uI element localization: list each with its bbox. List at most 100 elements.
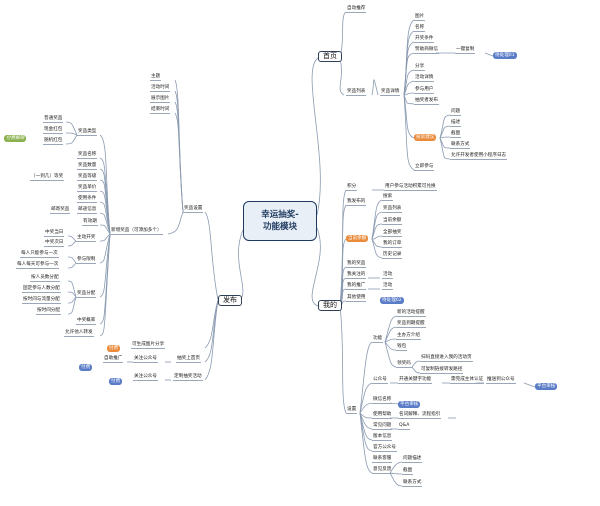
node-name: 名称	[414, 25, 426, 32]
root-title-line1: 幸运抽奖-	[261, 210, 299, 220]
node-feedback: 意见反馈	[372, 467, 393, 474]
node-show-image: 展示图片	[150, 96, 171, 103]
node-draw-next: 中奖次日	[44, 240, 65, 247]
tag-platform: 平台审核	[535, 383, 558, 390]
node-cash-rp: 现金红包	[43, 127, 64, 134]
node-coupon: 随机红包	[43, 138, 64, 145]
node-my-order: 我的订单	[382, 241, 403, 248]
node-open-verify: 开通关键字功能	[398, 377, 433, 384]
node-copy-link: 可复制链接转发路径	[420, 367, 464, 374]
node-other-use: 其他使用	[346, 295, 367, 302]
node-normal: 普通奖品	[43, 116, 64, 123]
tag-my-join-hl: 当前余额	[346, 235, 369, 242]
node-follow-pub: 关注公众号	[133, 356, 158, 363]
node-score: 积分	[346, 184, 358, 191]
tag-follow: 待处理01	[493, 52, 517, 59]
node-theme: 主题	[150, 74, 162, 81]
node-limit2: 每人每天可参与一次	[16, 262, 60, 269]
node-my-publish: 我发布的	[346, 199, 367, 206]
node-prize-list: 奖品列表	[346, 89, 367, 96]
node-send-pub: 推送到公众号	[486, 377, 516, 384]
node-history: 历史记录	[382, 252, 403, 259]
node-screenshot: 截图	[450, 131, 462, 138]
node-prize-price: 奖品单价	[77, 185, 98, 192]
node-join-limit: 参与限制	[76, 257, 97, 264]
node-limit1: 每人只能参与一次	[20, 251, 59, 258]
node-prize-set: 奖品设置	[183, 206, 204, 213]
node-self-promo: 自助推广	[103, 356, 124, 363]
node-add-prize: 新增奖品（可添加多个）	[110, 228, 163, 235]
node-activity2: 活动	[382, 283, 394, 290]
node-image: 图片	[414, 14, 426, 21]
node-deliver: 邮递信息	[77, 207, 98, 214]
tag-other: 待处理02	[380, 297, 404, 304]
node-result-time: 结束时间	[150, 107, 171, 114]
node-my-follow: 我关注的	[346, 272, 367, 279]
node-one-click: 一键复制	[455, 47, 476, 54]
node-my-share: 我的推广	[346, 283, 367, 290]
node-follow-pub2: 关注公众号	[133, 374, 158, 381]
tag-complaint: 投诉建议	[414, 134, 437, 141]
node-scan-enter: 扫码直接进入我的活动页	[420, 355, 473, 362]
node-d3: 按时间与流量分配	[22, 297, 61, 304]
node-official: 官方公众号	[372, 445, 397, 452]
node-fb-contact: 联系方式	[402, 480, 423, 487]
node-qa: Q&A	[398, 423, 411, 430]
node-wallet: 钱包	[396, 344, 408, 351]
node-search: 搜索	[382, 194, 394, 201]
node-d1: 按人员数分配	[30, 275, 60, 282]
node-draw-day: 中奖当日	[44, 230, 65, 237]
node-need-verify: 需完成主体认证	[450, 377, 485, 384]
node-home-top: 抽奖上首页	[176, 356, 201, 363]
node-share: 分享	[414, 64, 426, 71]
node-d2: 固定参与人数分配	[22, 286, 61, 293]
node-prize-dist: 奖品分配	[76, 291, 97, 298]
node-my-join: 我的奖品	[346, 261, 367, 268]
node-version: 版本信息	[372, 434, 393, 441]
node-win-rate: 中奖概率	[76, 318, 97, 325]
node-faq: 常见问题	[372, 423, 393, 430]
root-node: 幸运抽奖- 功能模块	[243, 201, 317, 241]
branch-publish: 发布	[218, 295, 242, 306]
node-main-bind: 主办方介绍	[396, 333, 421, 340]
node-public-acc: 公众号	[372, 377, 388, 384]
node-auto-rec: 自动推荐	[346, 6, 367, 13]
node-participants: 参与用户	[414, 87, 435, 94]
tag-paid3: 付费	[109, 378, 123, 385]
node-new-act: 新的活动提醒	[396, 310, 426, 317]
node-fb-desc: 问题描述	[402, 456, 423, 463]
node-custom-act: 定制抽奖活动	[173, 374, 203, 381]
node-publisher: 抽奖者发布	[414, 98, 439, 105]
node-mine-prize-list: 奖品列表	[382, 206, 403, 213]
node-main-draw: 主动开奖	[76, 235, 97, 242]
node-gen-share: 可生成图片分享	[131, 342, 166, 349]
branch-mine: 我的	[318, 300, 342, 311]
node-fb-shot: 截图	[402, 468, 414, 475]
root-title-line2: 功能模块	[262, 222, 297, 232]
node-use-cond: 使用条件	[77, 196, 98, 203]
node-prize-count: 奖品数量	[77, 163, 98, 170]
node-d4: 按时间分配	[36, 308, 61, 315]
node-q1: 问题	[450, 109, 462, 116]
node-allow-others: 允许他人转发	[64, 330, 94, 337]
node-activity-time: 活动时间	[150, 85, 171, 92]
node-cur-status: 当前余额	[382, 218, 403, 225]
node-prize-grade: 奖品等级	[77, 174, 98, 181]
node-activity1: 活动	[382, 272, 394, 279]
node-grade-ex: （一到几）等奖	[30, 174, 65, 181]
tag-prize: 付费解锁	[4, 135, 27, 142]
tag-pinned: 平台审核	[398, 401, 421, 408]
node-prize-type: 奖品类型	[77, 129, 98, 136]
node-get-prize: 领奖码	[396, 361, 412, 368]
node-func: 功能	[372, 336, 384, 343]
node-valid: 有效期	[82, 219, 98, 226]
node-prize-detail: 奖品详情	[380, 89, 401, 96]
node-all-status: 全部抽奖	[382, 230, 403, 237]
node-join-now: 立即参与	[414, 164, 435, 171]
node-follow: 赞助商微信	[414, 47, 439, 54]
node-mail-prize: 邮寄奖品	[50, 207, 71, 214]
node-wechat-id: 微信名称	[372, 397, 393, 404]
node-desc: 描述	[450, 120, 462, 127]
node-contact: 联系方式	[450, 142, 471, 149]
